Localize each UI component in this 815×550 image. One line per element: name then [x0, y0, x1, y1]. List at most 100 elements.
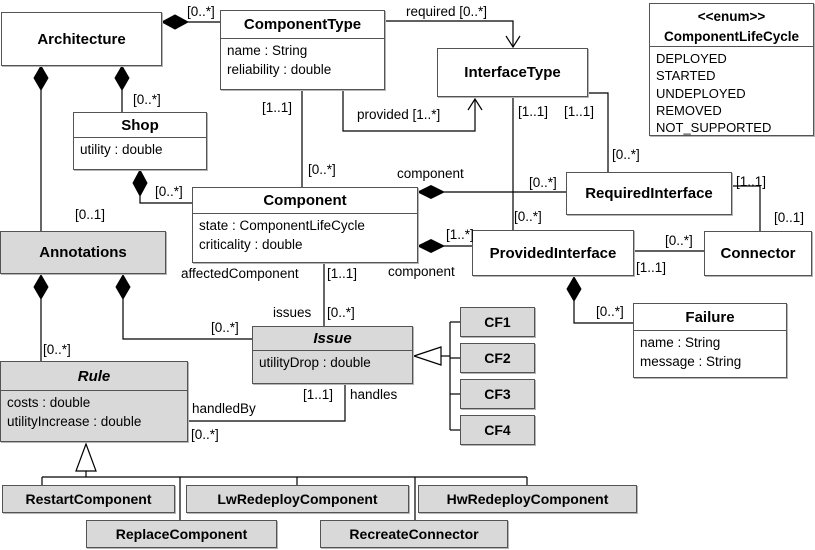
enum-literal: DEPLOYED [656, 51, 727, 66]
attribute: criticality : double [199, 236, 303, 252]
label-multiplicity: [1..1] [736, 174, 767, 189]
edge-componenttype-interfacetype-provided [342, 90, 483, 132]
edge-annotations-issue [115, 274, 252, 340]
class-title: CF2 [484, 350, 511, 366]
class-title: Architecture [37, 30, 126, 48]
edge-componenttype-interfacetype-required [385, 20, 521, 49]
class-requiredinterface[interactable]: RequiredInterface [566, 172, 732, 215]
class-providedinterface[interactable]: ProvidedInterface [472, 230, 634, 276]
class-title: Issue [313, 330, 352, 347]
attributes-compartment: name : String reliability : double [221, 38, 384, 89]
label-multiplicity: [0..*] [514, 209, 542, 224]
label-multiplicity: [0..*] [191, 427, 219, 442]
enum-literal: REMOVED [656, 102, 722, 118]
attributes-compartment: costs : double utilityIncrease : double [1, 390, 187, 441]
class-title: Failure [685, 308, 735, 326]
class-hwredeploycomponent[interactable]: HwRedeployComponent [418, 485, 637, 513]
class-failure[interactable]: Failure name : String message : String [633, 303, 787, 378]
class-title: LwRedeployComponent [217, 491, 378, 507]
label-role-required: required [0..*] [406, 4, 488, 19]
attributes-compartment: state : ComponentLifeCycle criticality :… [193, 213, 417, 262]
class-title: Connector [720, 245, 796, 262]
enum-literal: NOT_SUPPORTED [656, 120, 772, 136]
class-connector[interactable]: Connector [704, 231, 812, 276]
class-restartcomponent[interactable]: RestartComponent [2, 485, 175, 513]
class-component[interactable]: Component state : ComponentLifeCycle cri… [192, 187, 418, 263]
label-multiplicity: [0..*] [327, 305, 355, 320]
label-multiplicity: [1..1] [303, 387, 334, 402]
edge-annotations-rule [33, 274, 49, 361]
attributes-compartment: utilityDrop : double [253, 350, 412, 383]
class-title: RequiredInterface [585, 185, 713, 202]
class-title: Rule [77, 367, 111, 385]
attribute: name : String [227, 43, 308, 58]
label-multiplicity: [0..*] [612, 147, 640, 162]
label-multiplicity: [0..*] [529, 175, 557, 190]
class-title: CF3 [484, 386, 511, 402]
label-multiplicity: [0..*] [211, 320, 239, 335]
edge-architecture-annotations [33, 65, 49, 231]
edge-architecture-shop [114, 65, 130, 112]
class-recreateconnector[interactable]: RecreateConnector [320, 520, 508, 548]
class-interfacetype[interactable]: InterfaceType [437, 48, 588, 97]
enum-title-compartment: <<enum>> ComponentLifeCycle [650, 4, 813, 46]
label-multiplicity: [0..*] [596, 304, 624, 319]
attribute: utilityIncrease : double [7, 413, 142, 429]
label-multiplicity: [0..1] [75, 207, 106, 222]
class-title: RecreateConnector [349, 526, 479, 542]
enum-literal: STARTED [656, 68, 716, 84]
class-shop[interactable]: Shop utility : double [73, 112, 207, 170]
edge-providedinterface-failure [566, 276, 633, 324]
class-componentlifecycle-enum[interactable]: <<enum>> ComponentLifeCycle DEPLOYED STA… [649, 3, 814, 136]
label-multiplicity: [0..*] [308, 162, 336, 177]
attribute: utility : double [80, 142, 163, 157]
class-title: Shop [121, 116, 159, 134]
edge-architecture-componenttype [160, 14, 220, 30]
class-title: CF4 [484, 422, 511, 438]
class-cf4[interactable]: CF4 [460, 415, 535, 445]
label-role-handles: handles [350, 387, 398, 402]
enum-literals: DEPLOYED STARTED UNDEPLOYED REMOVED NOT_… [650, 46, 813, 136]
class-lwredeploycomponent[interactable]: LwRedeployComponent [186, 485, 409, 513]
class-cf2[interactable]: CF2 [460, 343, 535, 373]
edge-shop-component [132, 168, 192, 204]
attribute: message : String [640, 353, 742, 369]
label-multiplicity: [1..1] [262, 100, 293, 115]
class-architecture[interactable]: Architecture [1, 12, 162, 66]
attributes-compartment: name : String message : String [634, 330, 786, 377]
class-title: ProvidedInterface [489, 244, 617, 262]
enum-name: ComponentLifeCycle [663, 28, 799, 44]
class-replacecomponent[interactable]: ReplaceComponent [86, 520, 277, 548]
class-issue[interactable]: Issue utilityDrop : double [252, 326, 413, 384]
class-title: CF1 [484, 314, 511, 330]
edge-component-providedinterface [416, 238, 472, 254]
label-multiplicity: [0..*] [43, 342, 71, 357]
class-cf1[interactable]: CF1 [460, 307, 535, 337]
class-title: ComponentType [243, 16, 362, 33]
class-annotations[interactable]: Annotations [0, 231, 166, 274]
attribute: name : String [640, 335, 721, 350]
label-role-component: component [397, 166, 464, 181]
class-componenttype[interactable]: ComponentType name : String reliability … [220, 10, 385, 90]
edge-component-requiredinterface [416, 184, 566, 200]
class-title: InterfaceType [464, 64, 561, 81]
label-multiplicity: [0..*] [665, 233, 693, 248]
attribute: utilityDrop : double [259, 355, 371, 370]
label-multiplicity: [1..*] [446, 227, 474, 242]
edge-issue-rule [188, 384, 346, 422]
label-role-provided: provided [1..*] [357, 107, 441, 122]
class-title: RestartComponent [25, 491, 152, 507]
label-multiplicity: [0..*] [155, 184, 183, 199]
class-cf3[interactable]: CF3 [460, 379, 535, 409]
label-multiplicity: [0..*] [133, 92, 161, 107]
attribute: state : ComponentLifeCycle [199, 218, 365, 233]
class-rule[interactable]: Rule costs : double utilityIncrease : do… [0, 361, 188, 442]
class-title: Annotations [39, 244, 127, 261]
class-title: Component [263, 192, 347, 209]
edge-issue-cf-generalization [412, 321, 460, 431]
label-role-handledby: handledBy [192, 401, 256, 416]
enum-stereotype: <<enum>> [697, 9, 766, 24]
edge-rule-subclasses-generalization [41, 442, 528, 520]
